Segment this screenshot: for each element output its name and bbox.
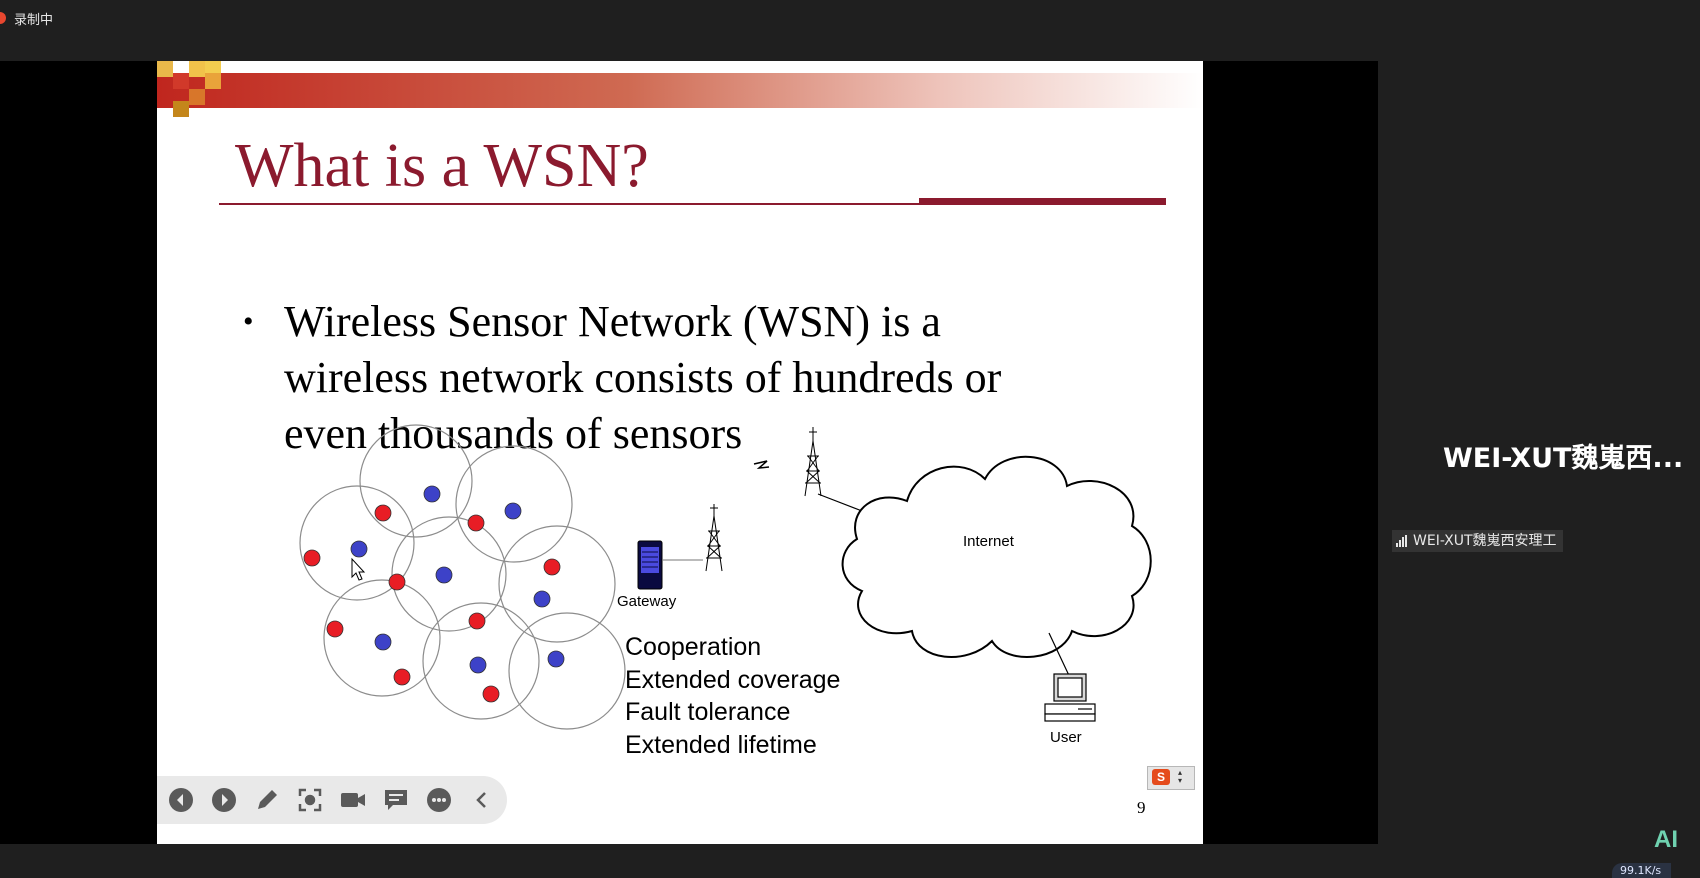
sensor-node xyxy=(469,656,487,674)
coverage-circle xyxy=(359,424,473,538)
ime-menu-icon[interactable]: ▴▾ xyxy=(1178,768,1183,785)
boundary-node xyxy=(393,668,411,686)
coverage-circle xyxy=(455,445,573,563)
sensor-node xyxy=(533,590,551,608)
arrow-left-circle-icon xyxy=(169,788,193,812)
sensor-node xyxy=(350,540,368,558)
title-underline xyxy=(219,203,923,205)
sensor-node xyxy=(504,502,522,520)
coverage-circle xyxy=(508,612,626,730)
internet-label: Internet xyxy=(963,533,1015,550)
sensor-cursor-icon xyxy=(351,557,366,581)
coverage-circle xyxy=(323,579,441,697)
slide-header-band xyxy=(157,73,1203,108)
user-label: User xyxy=(1050,729,1082,746)
recording-dot-icon xyxy=(0,12,6,24)
collapse-button[interactable] xyxy=(468,786,496,814)
gateway-label: Gateway xyxy=(617,593,677,610)
chevron-left-icon xyxy=(476,792,486,808)
logo-square xyxy=(189,61,205,77)
pen-button[interactable] xyxy=(253,786,281,814)
more-dots-icon xyxy=(427,788,451,812)
user-computer-icon xyxy=(1044,673,1096,722)
camera-button[interactable] xyxy=(339,786,367,814)
camera-icon xyxy=(341,793,365,807)
top-bar: 录制中 xyxy=(0,0,1700,61)
gateway-tower-icon xyxy=(705,504,723,572)
slide-page-number: 9 xyxy=(1137,798,1146,817)
boundary-node xyxy=(374,504,392,522)
sensor-node xyxy=(374,633,392,651)
participant-tag: WEI-XUT魏嵬西安理工 xyxy=(1392,530,1563,552)
bottom-bar xyxy=(0,844,1700,875)
zoom-button[interactable] xyxy=(296,786,324,814)
internet-link xyxy=(817,493,863,512)
benefits-list: Cooperation Extended coverage Fault tole… xyxy=(625,631,840,761)
internet-tower-icon xyxy=(804,427,822,497)
boundary-node xyxy=(326,620,344,638)
title-underline-accent xyxy=(919,198,1166,205)
coverage-circle xyxy=(299,485,415,601)
benefit-item: Extended coverage xyxy=(625,665,841,694)
boundary-node xyxy=(467,514,485,532)
pen-icon xyxy=(258,790,277,809)
slide-title: What is a WSN? xyxy=(235,132,649,200)
logo-square xyxy=(157,61,173,77)
benefit-item: Cooperation xyxy=(625,633,762,661)
previous-slide-button[interactable] xyxy=(167,786,195,814)
participant-tag-label: WEI-XUT魏嵬西安理工 xyxy=(1413,533,1557,549)
benefit-item: Fault tolerance xyxy=(625,698,791,726)
comment-icon xyxy=(385,790,407,810)
logo-square xyxy=(205,61,221,73)
wireless-signal-icon xyxy=(753,460,770,469)
sensor-node xyxy=(435,566,453,584)
logo-square xyxy=(205,73,221,89)
more-button[interactable] xyxy=(425,786,453,814)
sensor-node xyxy=(547,650,565,668)
participant-name: WEI-XUT魏嵬西... xyxy=(1443,443,1684,474)
coverage-circle xyxy=(422,602,540,720)
boundary-node xyxy=(543,558,561,576)
gateway-device-icon xyxy=(637,540,663,590)
logo-square xyxy=(189,89,205,105)
zoom-frame-icon xyxy=(298,788,322,812)
boundary-node xyxy=(468,612,486,630)
recording-status: 录制中 xyxy=(14,13,54,28)
presentation-slide: What is a WSN? • Wireless Sensor Network… xyxy=(157,61,1203,844)
sogou-icon[interactable]: S xyxy=(1152,769,1170,785)
bullet-marker: • xyxy=(243,305,254,338)
benefit-item: Extended lifetime xyxy=(625,730,817,759)
wsn-diagram: Gateway Internet User xyxy=(299,424,1152,746)
ime-toolbar[interactable]: S ▴▾ xyxy=(1147,766,1195,790)
bullet-text: Wireless Sensor Network (WSN) is a wirel… xyxy=(284,297,1002,458)
boundary-node xyxy=(482,685,500,703)
comment-button[interactable] xyxy=(382,786,410,814)
logo-square xyxy=(173,101,189,117)
network-speed: 99.1K/s xyxy=(1612,863,1672,878)
coverage-circle xyxy=(391,516,507,632)
participant-panel xyxy=(1378,61,1700,844)
coverage-circle xyxy=(498,525,616,643)
sensor-node xyxy=(423,485,441,503)
boundary-node xyxy=(303,549,321,567)
presentation-toolbar xyxy=(157,776,507,824)
logo-square xyxy=(173,73,189,89)
next-slide-button[interactable] xyxy=(210,786,238,814)
internet-cloud-icon xyxy=(841,455,1152,658)
boundary-node xyxy=(388,573,406,591)
ai-assistant-button[interactable]: AI xyxy=(1654,826,1678,853)
arrow-right-circle-icon xyxy=(212,788,236,812)
signal-strength-icon xyxy=(1396,535,1408,547)
